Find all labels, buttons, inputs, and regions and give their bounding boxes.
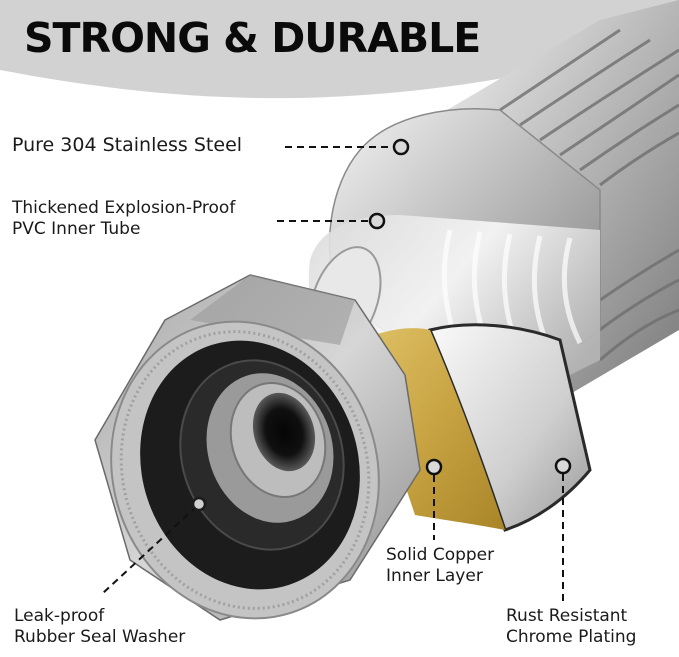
callout-lines — [102, 146, 564, 604]
callout-pvc-inner-tube: Thickened Explosion-Proof PVC Inner Tube — [12, 198, 235, 239]
callout-line: Rust Resistant — [506, 606, 628, 626]
callout-copper-layer: Solid Copper Inner Layer — [386, 545, 494, 586]
callout-line: Chrome Plating — [506, 626, 637, 647]
callout-line: Inner Layer — [386, 565, 483, 586]
callout-line: Thickened Explosion-Proof — [12, 198, 236, 218]
callout-line: Rubber Seal Washer — [14, 626, 186, 647]
callout-line: Solid Copper — [386, 545, 495, 565]
callout-rubber-seal: Leak-proof Rubber Seal Washer — [14, 606, 185, 647]
page-title: STRONG & DURABLE — [24, 14, 481, 62]
callout-line: Pure 304 Stainless Steel — [12, 134, 243, 156]
callout-chrome-plating: Rust Resistant Chrome Plating — [506, 606, 636, 647]
callout-stainless-steel: Pure 304 Stainless Steel — [12, 134, 242, 157]
callout-line: Leak-proof — [14, 606, 105, 626]
callout-markers — [191, 138, 572, 512]
callout-line: PVC Inner Tube — [12, 218, 141, 239]
